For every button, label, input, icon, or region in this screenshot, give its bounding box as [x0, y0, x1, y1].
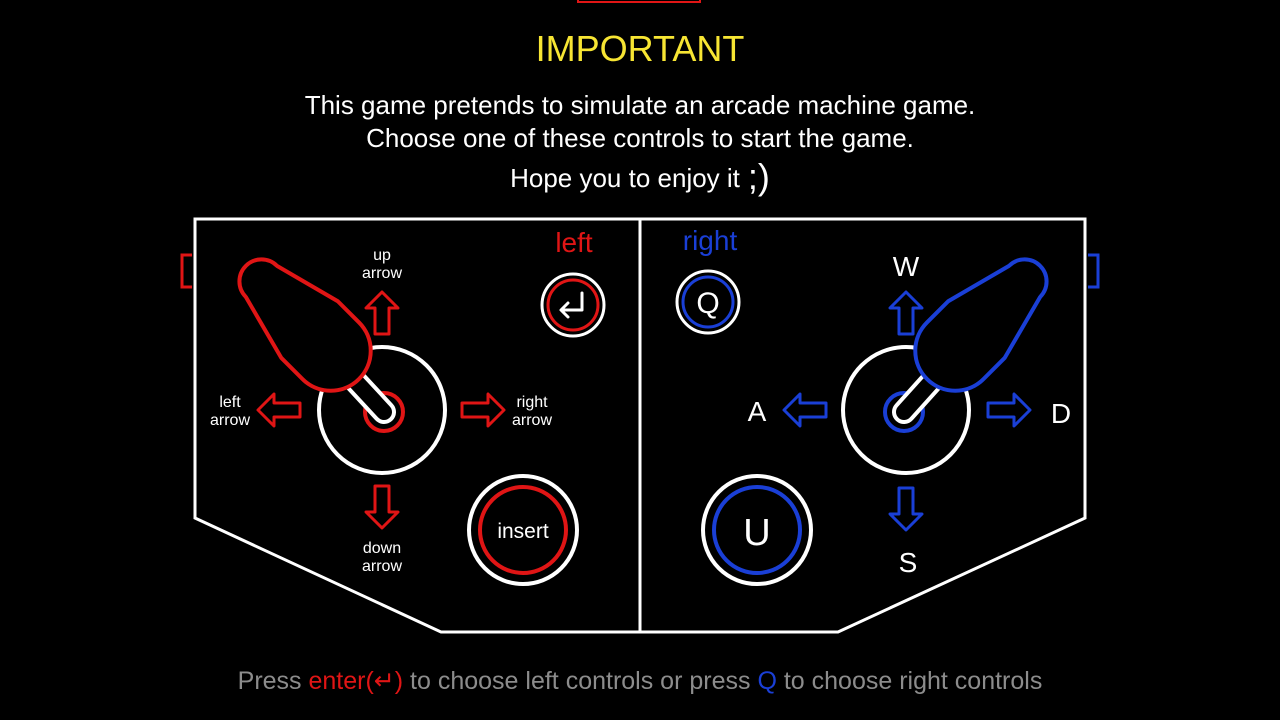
down-arrow-label-2: arrow — [362, 558, 402, 575]
u-button-label: U — [743, 512, 770, 554]
a-arrow-icon — [782, 392, 828, 428]
s-key-label: S — [899, 547, 918, 578]
w-arrow-icon — [888, 290, 924, 336]
right-controls[interactable]: right Q W S A D U — [675, 225, 1071, 586]
footer-end: to choose right controls — [783, 667, 1043, 695]
right-joystick-handle[interactable] — [899, 238, 1069, 408]
right-side-tab — [1088, 253, 1100, 289]
right-joystick-socket — [883, 391, 925, 433]
left-side-tab — [180, 253, 192, 289]
right-arrow-label-2: arrow — [512, 412, 552, 429]
down-arrow-label-1: down — [363, 540, 401, 557]
up-arrow-icon — [364, 290, 400, 336]
insert-button-label: insert — [497, 520, 549, 543]
right-panel-label: right — [683, 225, 738, 256]
left-panel-label: left — [555, 227, 593, 258]
enter-icon — [559, 291, 584, 319]
d-arrow-icon — [986, 392, 1032, 428]
left-joystick-base — [317, 345, 447, 475]
d-key-label: D — [1051, 398, 1071, 429]
intro-line-3-text: Hope you to enjoy it — [510, 163, 740, 193]
smiley: ;) — [747, 156, 770, 197]
q-button-label: Q — [696, 287, 719, 320]
up-arrow-label-2: arrow — [362, 265, 402, 282]
left-arrow-label-2: arrow — [210, 412, 250, 429]
footer-mid: to choose left controls or press — [410, 667, 751, 695]
left-arrow-icon — [256, 392, 302, 428]
left-joystick-socket — [363, 391, 405, 433]
right-arrow-icon — [460, 392, 506, 428]
footer-instructions: Press enter(↵) to choose left controls o… — [0, 666, 1280, 696]
footer-q: Q — [757, 667, 777, 695]
down-arrow-icon — [364, 484, 400, 530]
footer-enter: enter — [308, 667, 366, 695]
intro-line-3: Hope you to enjoy it;) — [0, 156, 1280, 198]
w-key-label: W — [893, 251, 920, 282]
intro-line-2: Choose one of these controls to start th… — [366, 123, 914, 153]
cabinet-outline — [193, 217, 1087, 634]
page-title: IMPORTANT — [535, 28, 745, 69]
q-button[interactable]: Q — [675, 269, 741, 335]
enter-button[interactable] — [540, 272, 606, 338]
right-arrow-label-1: right — [516, 394, 548, 411]
left-controls[interactable]: left up arrow down arrow left arrow righ… — [210, 227, 606, 586]
top-marker — [577, 0, 701, 3]
up-arrow-label-1: up — [373, 247, 391, 264]
left-arrow-label-1: left — [219, 394, 241, 411]
a-key-label: A — [748, 396, 767, 427]
u-button[interactable]: U — [701, 474, 813, 586]
s-arrow-icon — [888, 486, 924, 532]
right-joystick-base — [841, 345, 971, 475]
footer-enter-symbol: (↵) — [365, 667, 404, 695]
insert-button[interactable]: insert — [467, 474, 579, 586]
left-joystick-handle[interactable] — [218, 238, 388, 408]
footer-press: Press — [237, 667, 302, 695]
intro-line-1: This game pretends to simulate an arcade… — [304, 90, 976, 120]
